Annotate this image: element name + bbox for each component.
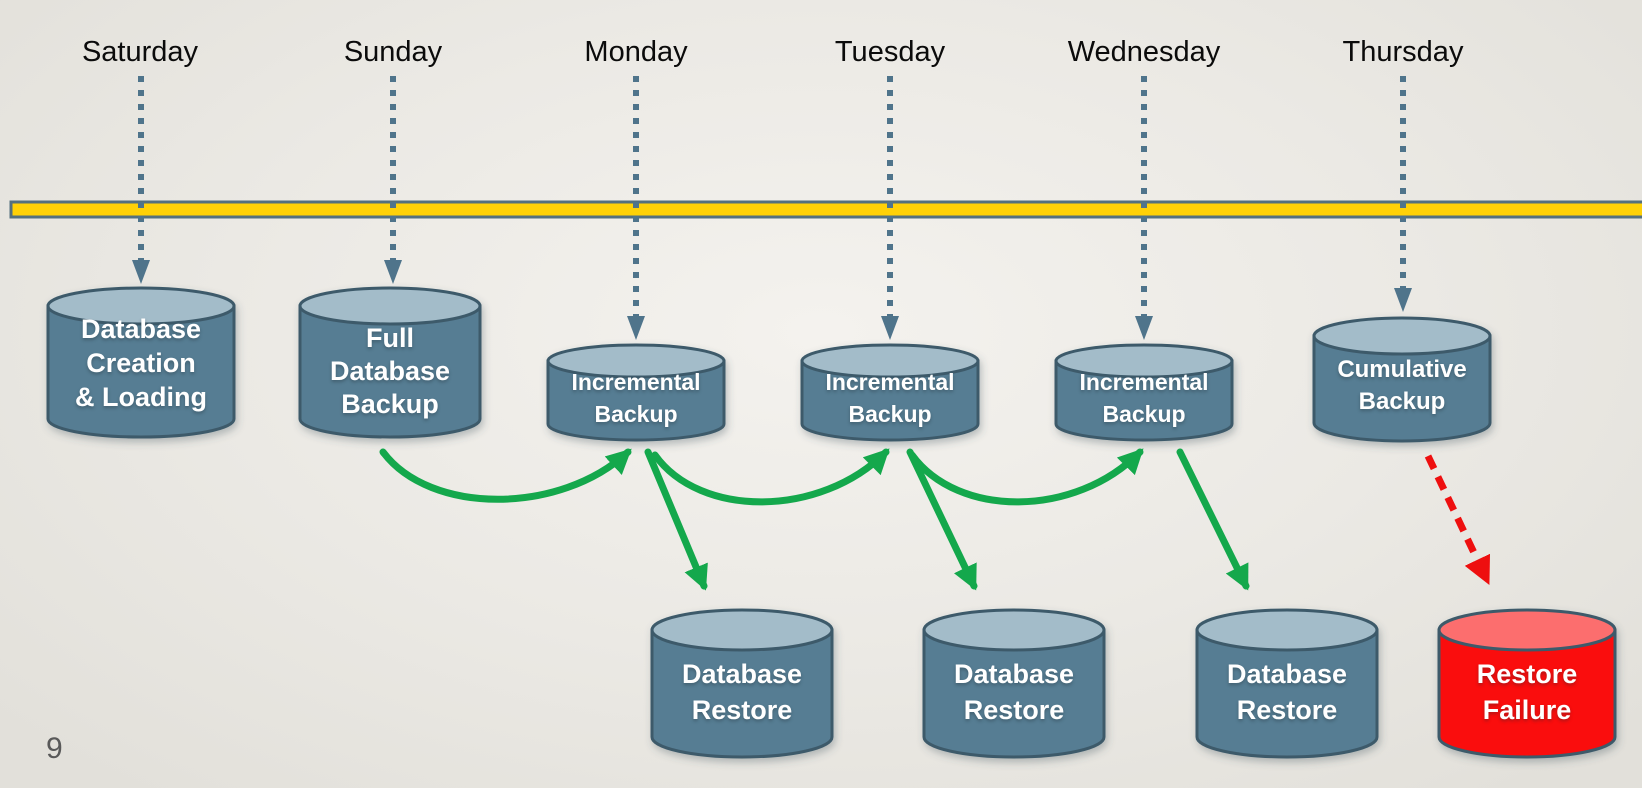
cylinder-restore-failure	[1437, 608, 1617, 759]
cylinder-label-incremental-backup-tuesday: Incremental Backup	[825, 369, 955, 427]
dotted-arrow-wednesday	[1135, 76, 1153, 340]
cylinder-incremental-backup-monday	[546, 343, 726, 442]
page-number: 9	[46, 732, 63, 765]
cylinder-cumulative-backup	[1312, 316, 1492, 443]
timeline-bar	[9, 200, 1642, 219]
cylinder-label-database-restore-2: Database Restore	[953, 659, 1075, 725]
cylinder-incremental-backup-wednesday	[1054, 343, 1234, 442]
restore-arrow-monday	[644, 448, 708, 591]
cylinder-label-database-restore-3: Database Restore	[1226, 659, 1348, 725]
restore-arrow-tuesday	[906, 448, 978, 591]
cylinder-label-full-database-backup: Full Database Backup	[329, 323, 451, 419]
cylinder-incremental-backup-tuesday	[800, 343, 980, 442]
dotted-arrow-monday	[627, 76, 645, 340]
dotted-arrow-tuesday	[881, 76, 899, 340]
dotted-arrow-sunday	[384, 76, 402, 284]
cylinder-database-creation	[46, 286, 236, 439]
chain-arrow-monday-to-tuesday	[651, 448, 890, 506]
failure-arrow-thursday	[1424, 454, 1491, 586]
day-label-wednesday: Wednesday	[1067, 36, 1221, 68]
cylinder-full-database-backup	[298, 286, 482, 439]
cylinder-database-restore-3	[1195, 608, 1379, 759]
cylinder-label-cumulative-backup: Cumulative Backup	[1337, 356, 1467, 415]
cylinder-label-incremental-backup-wednesday: Incremental Backup	[1079, 369, 1209, 427]
restore-arrow-wednesday	[1176, 448, 1250, 591]
chain-arrow-full-to-monday	[379, 448, 632, 503]
cylinder-database-restore-1	[650, 608, 834, 759]
day-label-saturday: Saturday	[81, 36, 199, 68]
day-label-tuesday: Tuesday	[834, 36, 946, 68]
day-label-sunday: Sunday	[343, 36, 443, 68]
cylinder-label-restore-failure: Restore Failure	[1476, 659, 1578, 725]
cylinder-label-incremental-backup-monday: Incremental Backup	[571, 369, 701, 427]
day-label-thursday: Thursday	[1342, 36, 1464, 68]
dotted-arrow-saturday	[132, 76, 150, 284]
cylinder-database-restore-2	[922, 608, 1106, 759]
cylinder-label-database-creation: Database Creation & Loading	[75, 314, 207, 412]
dotted-arrow-thursday	[1394, 76, 1412, 312]
chain-arrow-tuesday-to-wednesday	[908, 448, 1144, 506]
day-label-monday: Monday	[584, 36, 688, 68]
cylinder-label-database-restore-1: Database Restore	[681, 659, 803, 725]
